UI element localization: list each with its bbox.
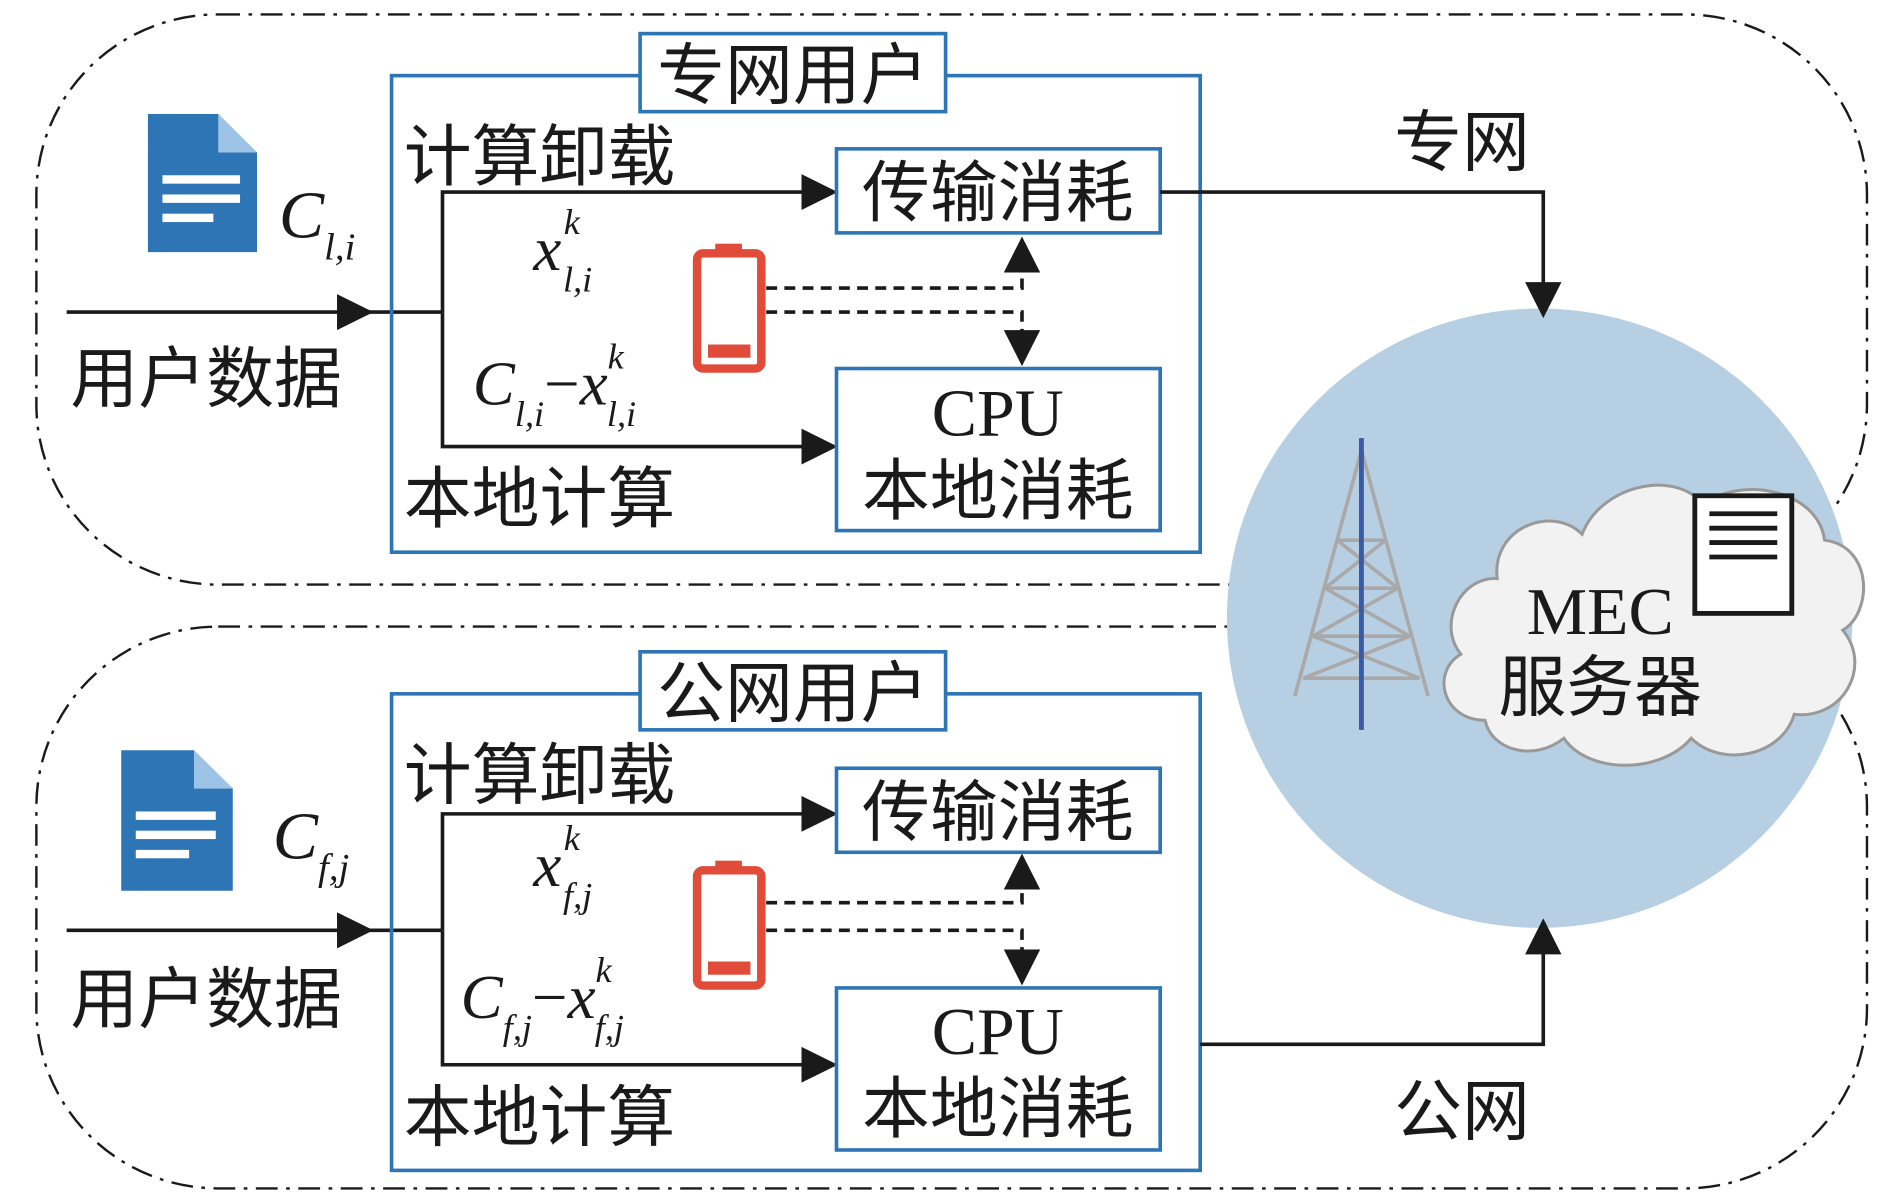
public-title-box [638,650,948,732]
transmission-cost-label: 传输消耗 [862,773,1134,852]
public-network-label: 公网 [1394,1072,1530,1151]
server-label-mec: MEC [1527,574,1674,649]
local-symbol-x: x [567,962,596,1032]
offload-amount-symbol: xk l,i [532,202,592,299]
local-symbol-c-sub: f,j [503,1008,532,1048]
local-symbol-c-sub: l,i [515,394,544,434]
private-network-label: 专网 [1394,103,1530,182]
local-symbol-x-sup: k [608,337,625,377]
local-symbol-c: C [473,349,516,419]
local-amount-symbol: Cl,i−xk l,i [473,337,636,434]
local-symbol-x-sub: l,i [607,394,636,434]
local-symbol-c: C [461,962,504,1032]
cpu-cost-box [834,986,1163,1152]
private-title-box [638,31,948,114]
energy-to-cpu-dashed [766,310,1041,367]
task-symbol-base: C [273,799,319,874]
transmission-cost-box [834,766,1163,855]
energy-to-cpu-dashed [766,928,1041,986]
offload-symbol-base: x [532,214,561,284]
cpu-label: CPU [932,994,1064,1069]
public-group-boundary [35,625,1869,1190]
offload-symbol-base: x [532,830,561,900]
document-icon [121,750,233,891]
local-branch-arrow [440,312,838,465]
task-symbol-base: C [279,178,325,253]
offload-branch-arrow [440,795,838,931]
offload-symbol-sub: l,i [563,260,592,300]
local-cost-label: 本地消耗 [862,1069,1134,1148]
user-data-label: 用户数据 [70,339,342,418]
transmission-cost-label: 传输消耗 [862,153,1134,232]
private-group-boundary [35,13,1869,586]
public-group-title: 公网用户 [657,654,929,733]
offload-symbol-sup: k [564,818,581,858]
local-amount-symbol: Cf,j−xk f,j [461,950,624,1047]
public-network-link [1200,918,1562,1047]
local-symbol-x: x [579,349,608,419]
offload-symbol-sub: f,j [563,876,592,916]
document-icon [147,114,258,253]
server-label-name: 服务器 [1498,648,1702,727]
server-icon [1692,493,1795,616]
battery-icon [692,243,766,373]
local-symbol-minus: − [532,962,568,1032]
local-symbol-minus: − [544,349,580,419]
transmission-cost-box [834,147,1163,235]
energy-to-transmission-dashed [766,236,1041,290]
battery-icon [692,860,766,990]
local-label: 本地计算 [404,1078,676,1157]
local-symbol-x-sup: k [596,950,613,990]
mec-server: MEC 服务器 [1226,308,1866,928]
offload-label: 计算卸载 [404,736,676,815]
cpu-label: CPU [932,376,1064,451]
cell-tower-icon [1292,438,1430,730]
user-data-label: 用户数据 [70,960,342,1039]
offload-branch-arrow [440,174,838,313]
local-branch-arrow [440,930,838,1083]
local-symbol-x-sub: f,j [595,1008,624,1048]
energy-to-transmission-dashed [766,853,1041,905]
private-network-link [1160,190,1562,319]
task-size-symbol: Cf,j [273,799,350,889]
task-symbol-sub: l,i [324,226,355,268]
private-group-title: 专网用户 [657,36,929,115]
offload-amount-symbol: xk f,j [532,818,592,915]
cpu-cost-box [834,366,1163,533]
task-symbol-sub: f,j [318,847,349,889]
local-cost-label: 本地消耗 [862,451,1134,530]
local-label: 本地计算 [404,459,676,538]
task-size-symbol: Cl,i [279,178,356,268]
offload-label: 计算卸载 [404,117,676,196]
offload-symbol-sup: k [564,202,581,242]
